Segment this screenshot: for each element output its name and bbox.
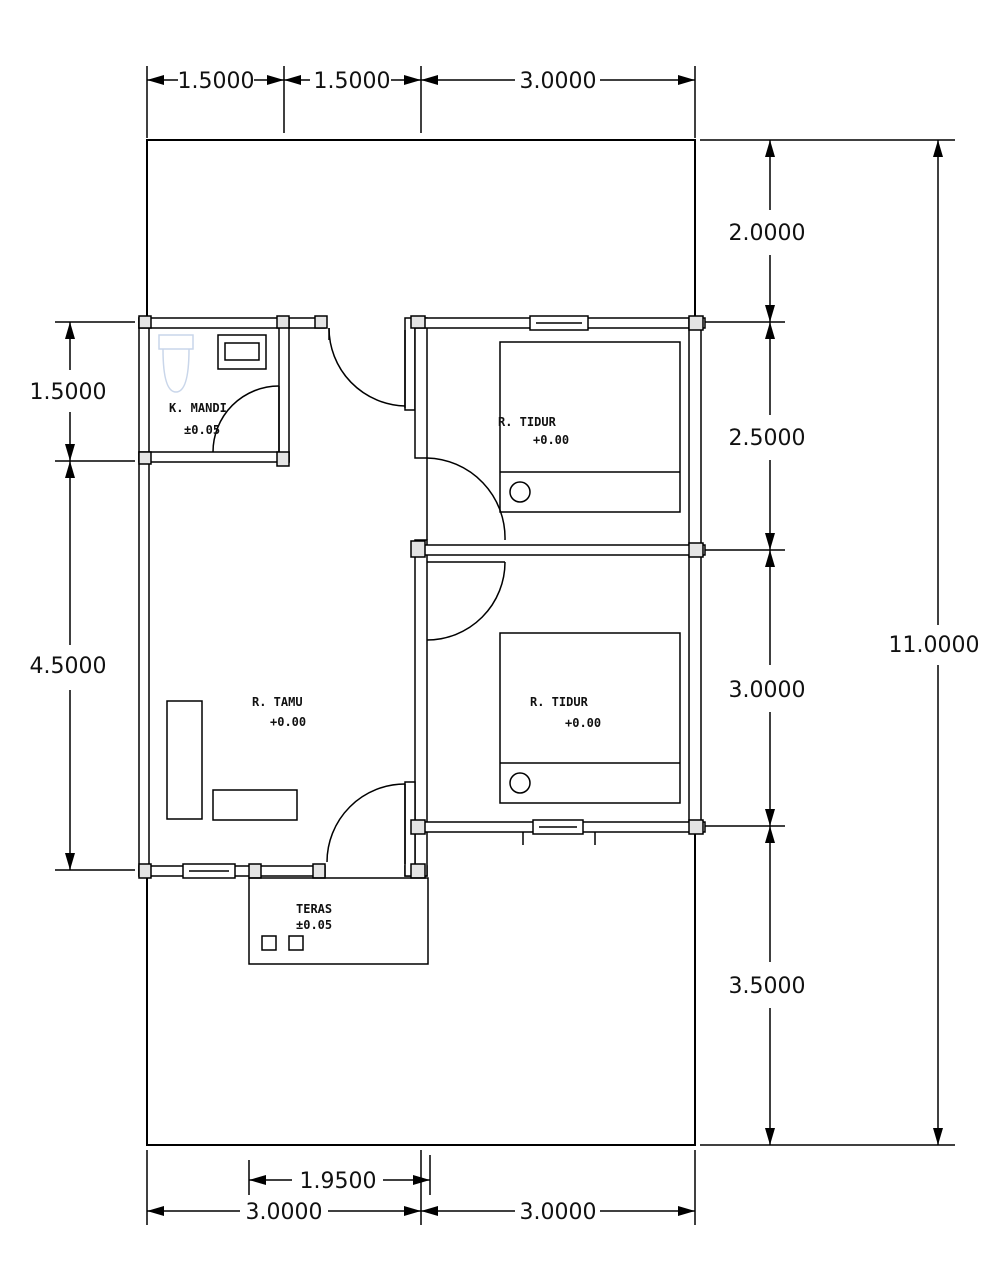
- windows: [182, 315, 596, 879]
- dim-right-total: 11.0000: [889, 633, 980, 658]
- terrace-column: [261, 935, 277, 951]
- water-basin-icon: [217, 334, 267, 370]
- right-dimension-chain: 2.0000 2.5000 3.0000 3.5000 11.0000: [700, 139, 980, 1146]
- dim-bottom-inner: 1.9500: [300, 1169, 377, 1194]
- living-room-level: +0.00: [270, 715, 306, 729]
- columns: [138, 315, 704, 879]
- living-room-label: R. TAMU: [252, 695, 303, 709]
- furniture: [158, 334, 681, 965]
- dim-left-2: 4.5000: [30, 654, 107, 679]
- sofa: [166, 700, 203, 820]
- terrace-label: TERAS: [296, 902, 332, 916]
- dim-right-1: 2.0000: [729, 221, 806, 246]
- bathroom-label: K. MANDI: [169, 401, 227, 415]
- bedroom-2-label: R. TIDUR: [530, 695, 589, 709]
- bedroom-1-level: +0.00: [533, 433, 569, 447]
- dim-top-3: 3.0000: [520, 69, 597, 94]
- bottom-dimension-chain: 1.9500 3.0000 3.0000: [146, 1150, 696, 1225]
- room-labels: K. MANDI ±0.05 R. TIDUR +0.00 R. TIDUR +…: [169, 401, 601, 932]
- dim-bottom-left: 3.0000: [246, 1200, 323, 1225]
- bedroom-2-level: +0.00: [565, 716, 601, 730]
- toilet-icon: [158, 334, 194, 393]
- bed-icon: [499, 341, 681, 513]
- dim-left-1: 1.5000: [30, 380, 107, 405]
- dim-right-3: 3.0000: [729, 678, 806, 703]
- terrace-column: [288, 935, 304, 951]
- left-dimension-chain: 1.5000 4.5000: [30, 321, 135, 871]
- bed-icon: [499, 632, 681, 804]
- dim-bottom-right: 3.0000: [520, 1200, 597, 1225]
- dim-right-2: 2.5000: [729, 426, 806, 451]
- doors: [212, 327, 506, 864]
- terrace-slab: [248, 877, 429, 965]
- top-dimension-chain: 1.5000 1.5000 3.0000: [146, 66, 696, 138]
- dim-right-4: 3.5000: [729, 974, 806, 999]
- dim-top-2: 1.5000: [314, 69, 391, 94]
- dim-top-1: 1.5000: [178, 69, 255, 94]
- bathroom-level: ±0.05: [184, 423, 220, 437]
- coffee-table: [212, 789, 298, 821]
- bedroom-1-label: R. TIDUR: [498, 415, 557, 429]
- terrace-level: ±0.05: [296, 918, 332, 932]
